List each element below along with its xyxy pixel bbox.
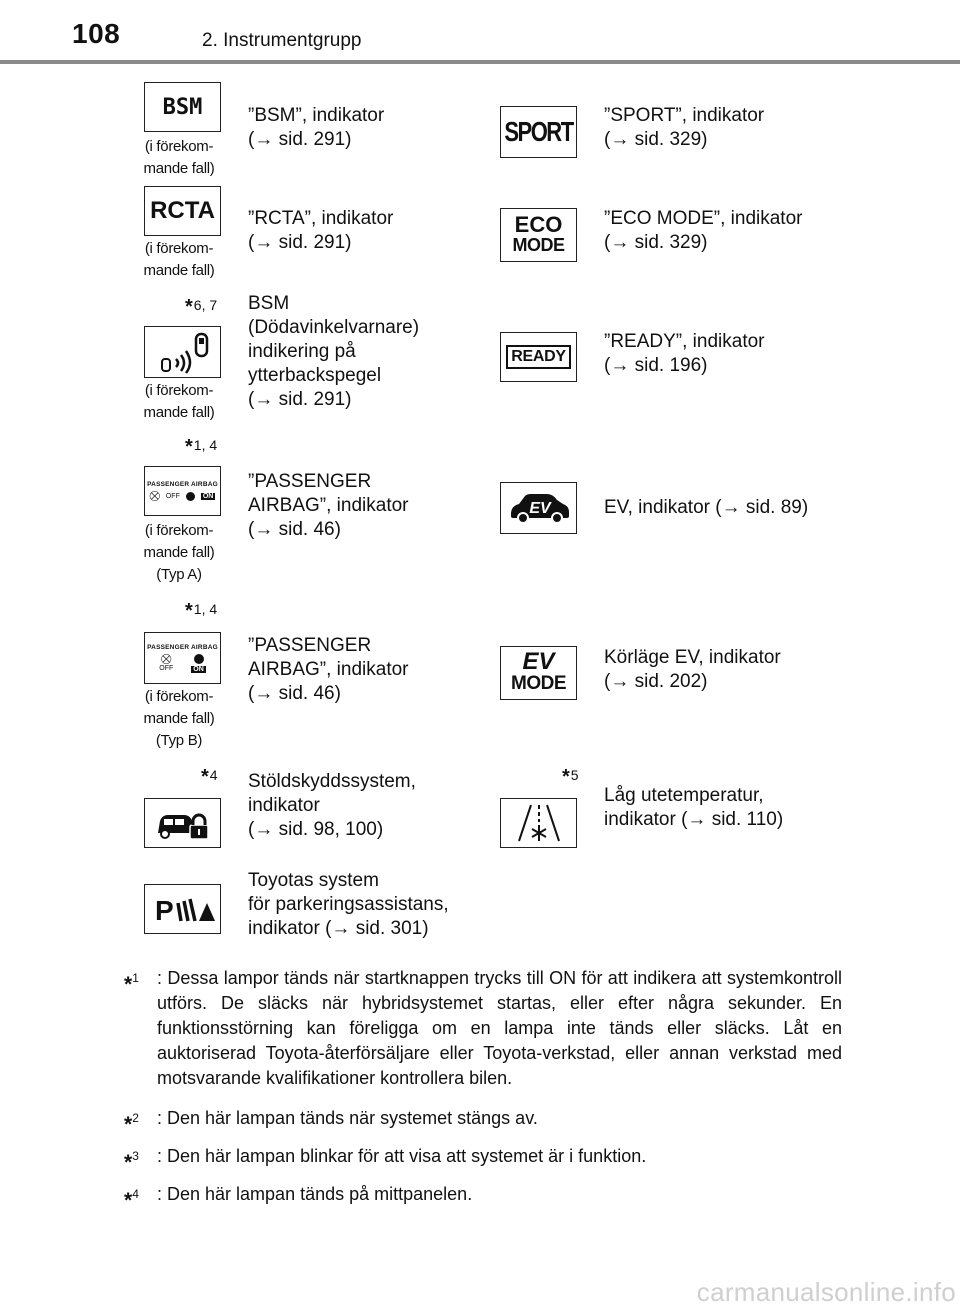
page-number: 108 [72,18,121,49]
section-title: 2. Instrumentgrupp [202,30,362,51]
bsm-mirror-icon [144,326,221,378]
airbag-b-caption: (i förekom-mande fall)(Typ B) [143,688,215,749]
low-temp-description: Låg utetemperatur, indikator (→ sid. 110… [604,785,784,830]
theft-footnote-mark: *4 [201,766,218,788]
footnote-4: *4 : Den här lampan tänds på mittpanelen… [124,1184,473,1212]
svg-text:P: P [155,895,174,926]
ev-description: EV, indikator (→ sid. 89) [604,497,809,518]
eco-mode-icon: ECO MODE [500,208,577,262]
watermark: carmanualsonline.info [696,1277,956,1307]
airbag-a-description: ”PASSENGER AIRBAG”, indikator (→ sid. 46… [248,471,409,540]
ev-mode-icon: EV MODE [500,646,577,700]
bsm-mirror-footnote-mark: *6, 7 [185,296,218,318]
header-rule [0,60,960,64]
eco-mode-description: ”ECO MODE”, indikator (→ sid. 329) [604,208,803,253]
parking-assist-icon: P [144,884,221,934]
passenger-airbag-a-icon: PASSENGER AIRBAG ⛒OFF ON [144,466,221,516]
ready-icon: READY [500,332,577,382]
low-temperature-icon [500,798,577,848]
bsm-icon: BSM [144,82,221,132]
rcta-description: ”RCTA”, indikator (→ sid. 291) [248,208,394,253]
footnote-2: *2 : Den här lampan tänds när systemet s… [124,1108,538,1136]
bsm-mirror-description: BSM (Dödavinkelvarnare) indikering på yt… [248,293,420,410]
footnote-1: *1 : Dessa lampor tänds när startknappen… [124,968,842,1088]
rcta-icon: RCTA [144,186,221,236]
airbag-b-description: ”PASSENGER AIRBAG”, indikator (→ sid. 46… [248,635,409,704]
sport-description: ”SPORT”, indikator (→ sid. 329) [604,105,765,150]
low-temp-footnote-mark: *5 [562,766,579,788]
airbag-a-footnote-mark: *1, 4 [185,436,218,458]
bsm-description: ”BSM”, indikator (→ sid. 291) [248,105,385,150]
theft-deterrent-icon [144,798,221,848]
sport-icon: SPORT [500,106,577,158]
parking-description: Toyotas system för parkeringsassistans, … [248,870,449,939]
footnote-3: *3 : Den här lampan blinkar för att visa… [124,1146,647,1174]
theft-description: Stöldskyddssystem, indikator (→ sid. 98,… [248,771,416,840]
passenger-airbag-b-icon: PASSENGER AIRBAG ⛒OFF ON [144,632,221,684]
bsm-mirror-caption: (i förekom-mande fall) [143,382,215,421]
bsm-caption: (i förekom-mande fall) [143,138,215,177]
ready-description: ”READY”, indikator (→ sid. 196) [604,331,765,376]
svg-text:EV: EV [529,500,552,517]
airbag-b-footnote-mark: *1, 4 [185,600,218,622]
ev-mode-description: Körläge EV, indikator (→ sid. 202) [604,647,781,692]
airbag-a-caption: (i förekom-mande fall)(Typ A) [143,522,215,583]
rcta-caption: (i förekom-mande fall) [143,240,215,279]
ev-icon: EV [500,482,577,534]
